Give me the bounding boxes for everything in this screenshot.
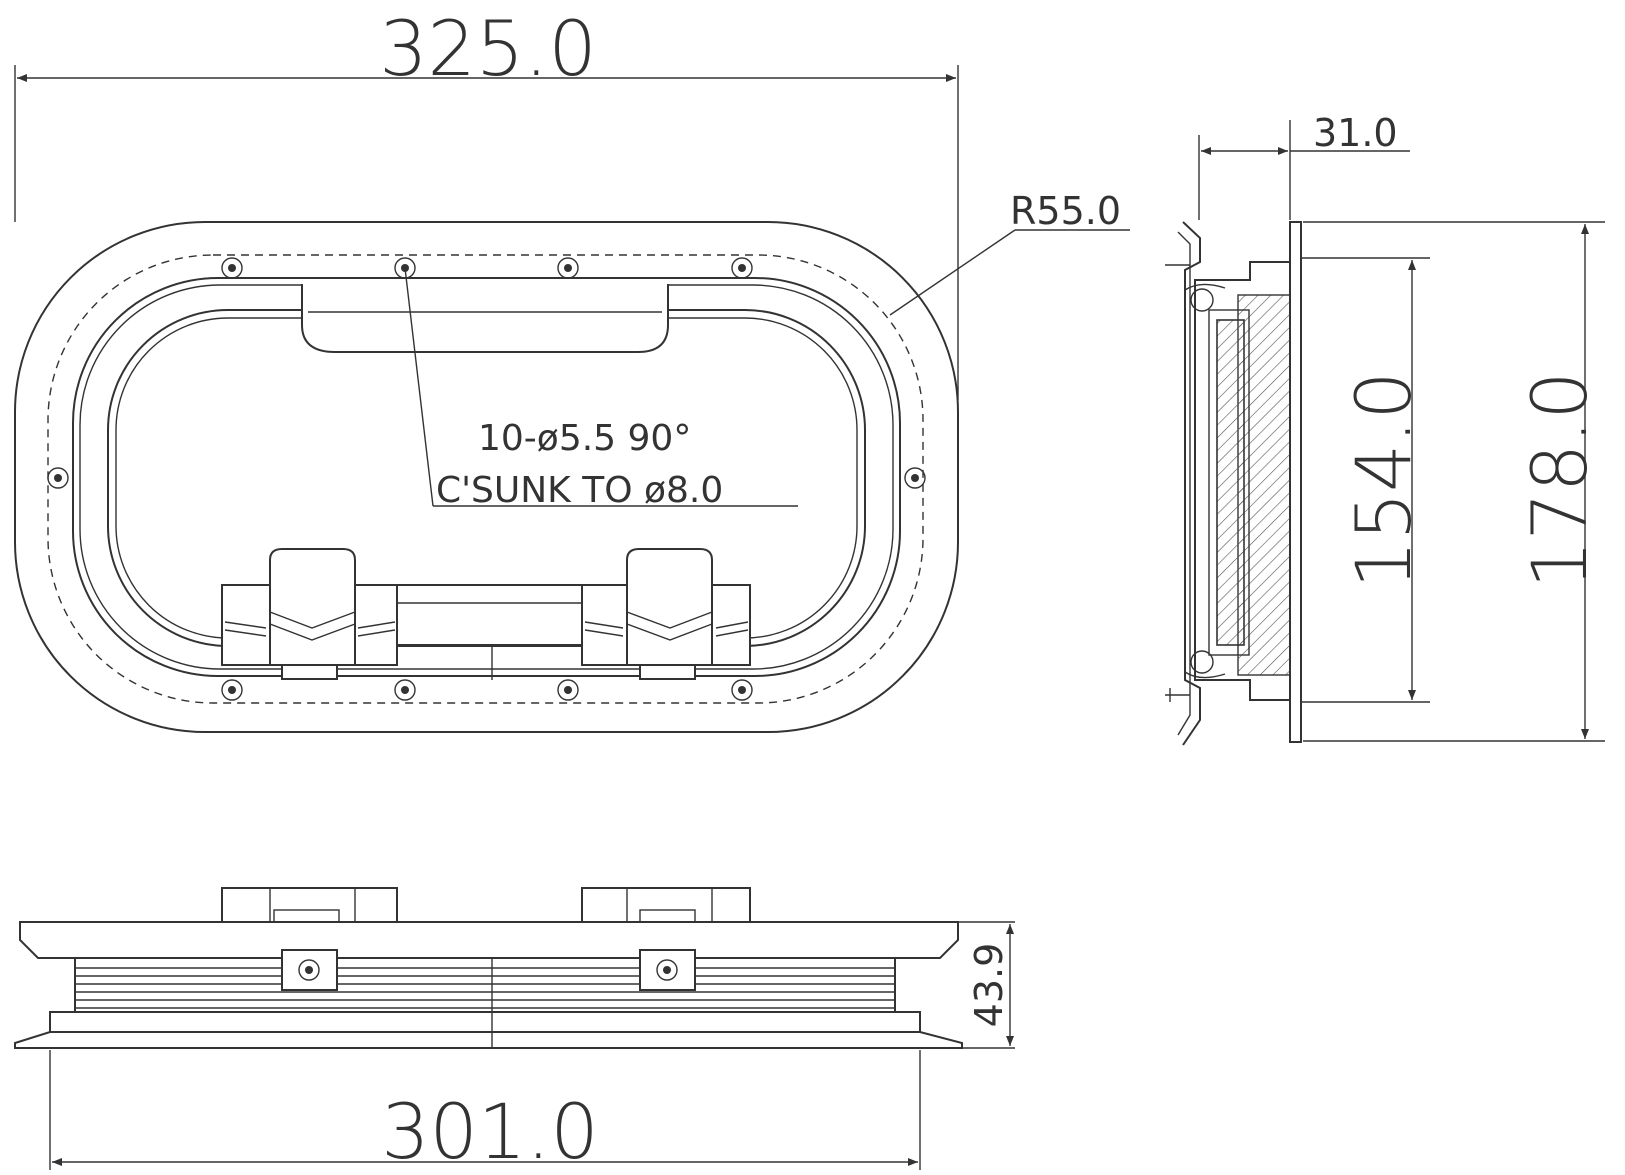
side-section-view: 31.0 154.0 178.0 xyxy=(1165,111,1605,746)
radius-dimension: R55.0 xyxy=(1010,189,1121,233)
overall-height-dimension: 178.0 xyxy=(1515,371,1604,589)
depth-dimension: 31.0 xyxy=(1313,111,1398,155)
hole-note-line1: 10-ø5.5 90° xyxy=(478,418,691,459)
width-dimension: 325.0 xyxy=(379,4,597,93)
bottom-view: 43.9 301.0 xyxy=(14,887,1015,1175)
bottom-width-dimension: 301.0 xyxy=(381,1087,599,1170)
latch-assembly xyxy=(221,548,751,680)
opening-height-dimension: 154.0 xyxy=(1339,371,1428,589)
front-view: 10-ø5.5 90° C'SUNK TO ø8.0 R55.0 325.0 xyxy=(14,4,1130,733)
thickness-dimension: 43.9 xyxy=(967,943,1011,1028)
hole-note-line2: C'SUNK TO ø8.0 xyxy=(436,470,723,511)
screw-holes xyxy=(47,257,926,701)
